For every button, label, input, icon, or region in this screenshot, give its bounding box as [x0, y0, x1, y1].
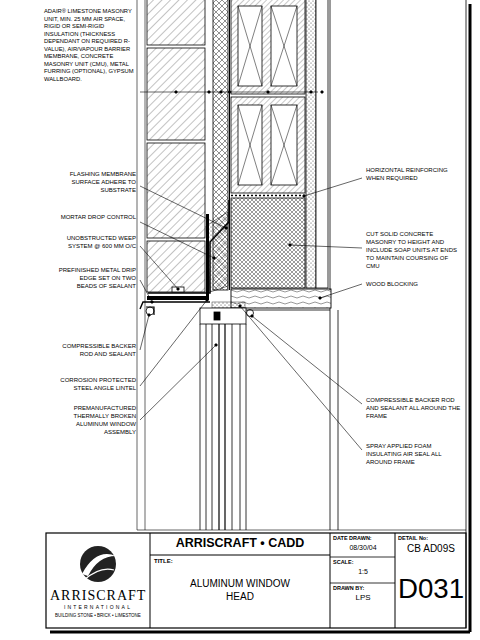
company-name: ARRISCRAFT • CADD [152, 537, 328, 551]
steel-angle-lintel [147, 214, 209, 300]
field-label: DATE DRAWN: [333, 535, 393, 541]
field-label: TITLE: [154, 558, 194, 565]
logo-subtitle: INTERNATIONAL [50, 605, 146, 611]
field-value: 1:5 [333, 568, 393, 576]
callout-text: CORROSION PROTECTED STEEL ANGLE LINTEL [58, 376, 136, 392]
logo-wordmark: ARRISCRAFT [50, 588, 146, 603]
drawing-title: ALUMINUM WINDOW HEAD [180, 578, 300, 603]
cmu-blocks [231, 0, 305, 288]
field-label: SCALE: [333, 559, 393, 565]
callout-text: MORTAR DROP CONTROL [58, 213, 136, 221]
callout-text: HORIZONTAL REINFORCING WHEN REQUIRED [366, 166, 462, 182]
callout-text: UNOBSTRUCTED WEEP SYSTEM @ 600 MM O/C [58, 234, 136, 250]
weep-system [172, 287, 184, 292]
callout-text: FLASHING MEMBRANE SURFACE ADHERE TO SUBS… [58, 170, 136, 194]
limestone-units [147, 0, 205, 292]
foam-air-seal [212, 302, 245, 308]
field-value: 08/30/04 [333, 544, 393, 552]
sheet-frame [50, 0, 470, 632]
detail-code: CB AD09S [398, 543, 464, 554]
field-label: DRAWN BY: [333, 585, 393, 591]
leader-lines [140, 91, 362, 450]
field-label: DETAIL No: [398, 535, 464, 541]
detail-number: D031 [398, 574, 464, 604]
callout-text: PREMANUFACTURED THERMALLY BROKEN ALUMINU… [58, 404, 136, 436]
callout-text: COMPRESSIBLE BACKER ROD AND SEALANT ALL … [366, 396, 462, 420]
callout-text: CUT SOLID CONCRETE MASONRY TO HEIGHT AND… [366, 230, 462, 270]
window-assembly [200, 308, 338, 530]
flashing-membrane [148, 200, 229, 293]
title-block [46, 533, 466, 628]
callout-text: PREFINISHED METAL DRIP EDGE SET ON TWO B… [58, 266, 136, 290]
note-text: ADAIR® LIMESTONE MASONRY UNIT, MIN. 25 M… [44, 8, 136, 83]
callout-text: COMPRESSIBLE BACKER ROD AND SEALANT [58, 342, 136, 358]
logo-tagline: BUILDING STONE • BRICK • LIMESTONE [48, 614, 148, 619]
callout-text: WOOD BLOCKING [366, 280, 462, 288]
wood-blocking [231, 289, 331, 308]
callout-text: SPRAY APPLIED FOAM INSULATING AIR SEAL A… [366, 442, 462, 466]
field-value: LPS [333, 594, 393, 603]
logo-symbol [80, 546, 116, 582]
